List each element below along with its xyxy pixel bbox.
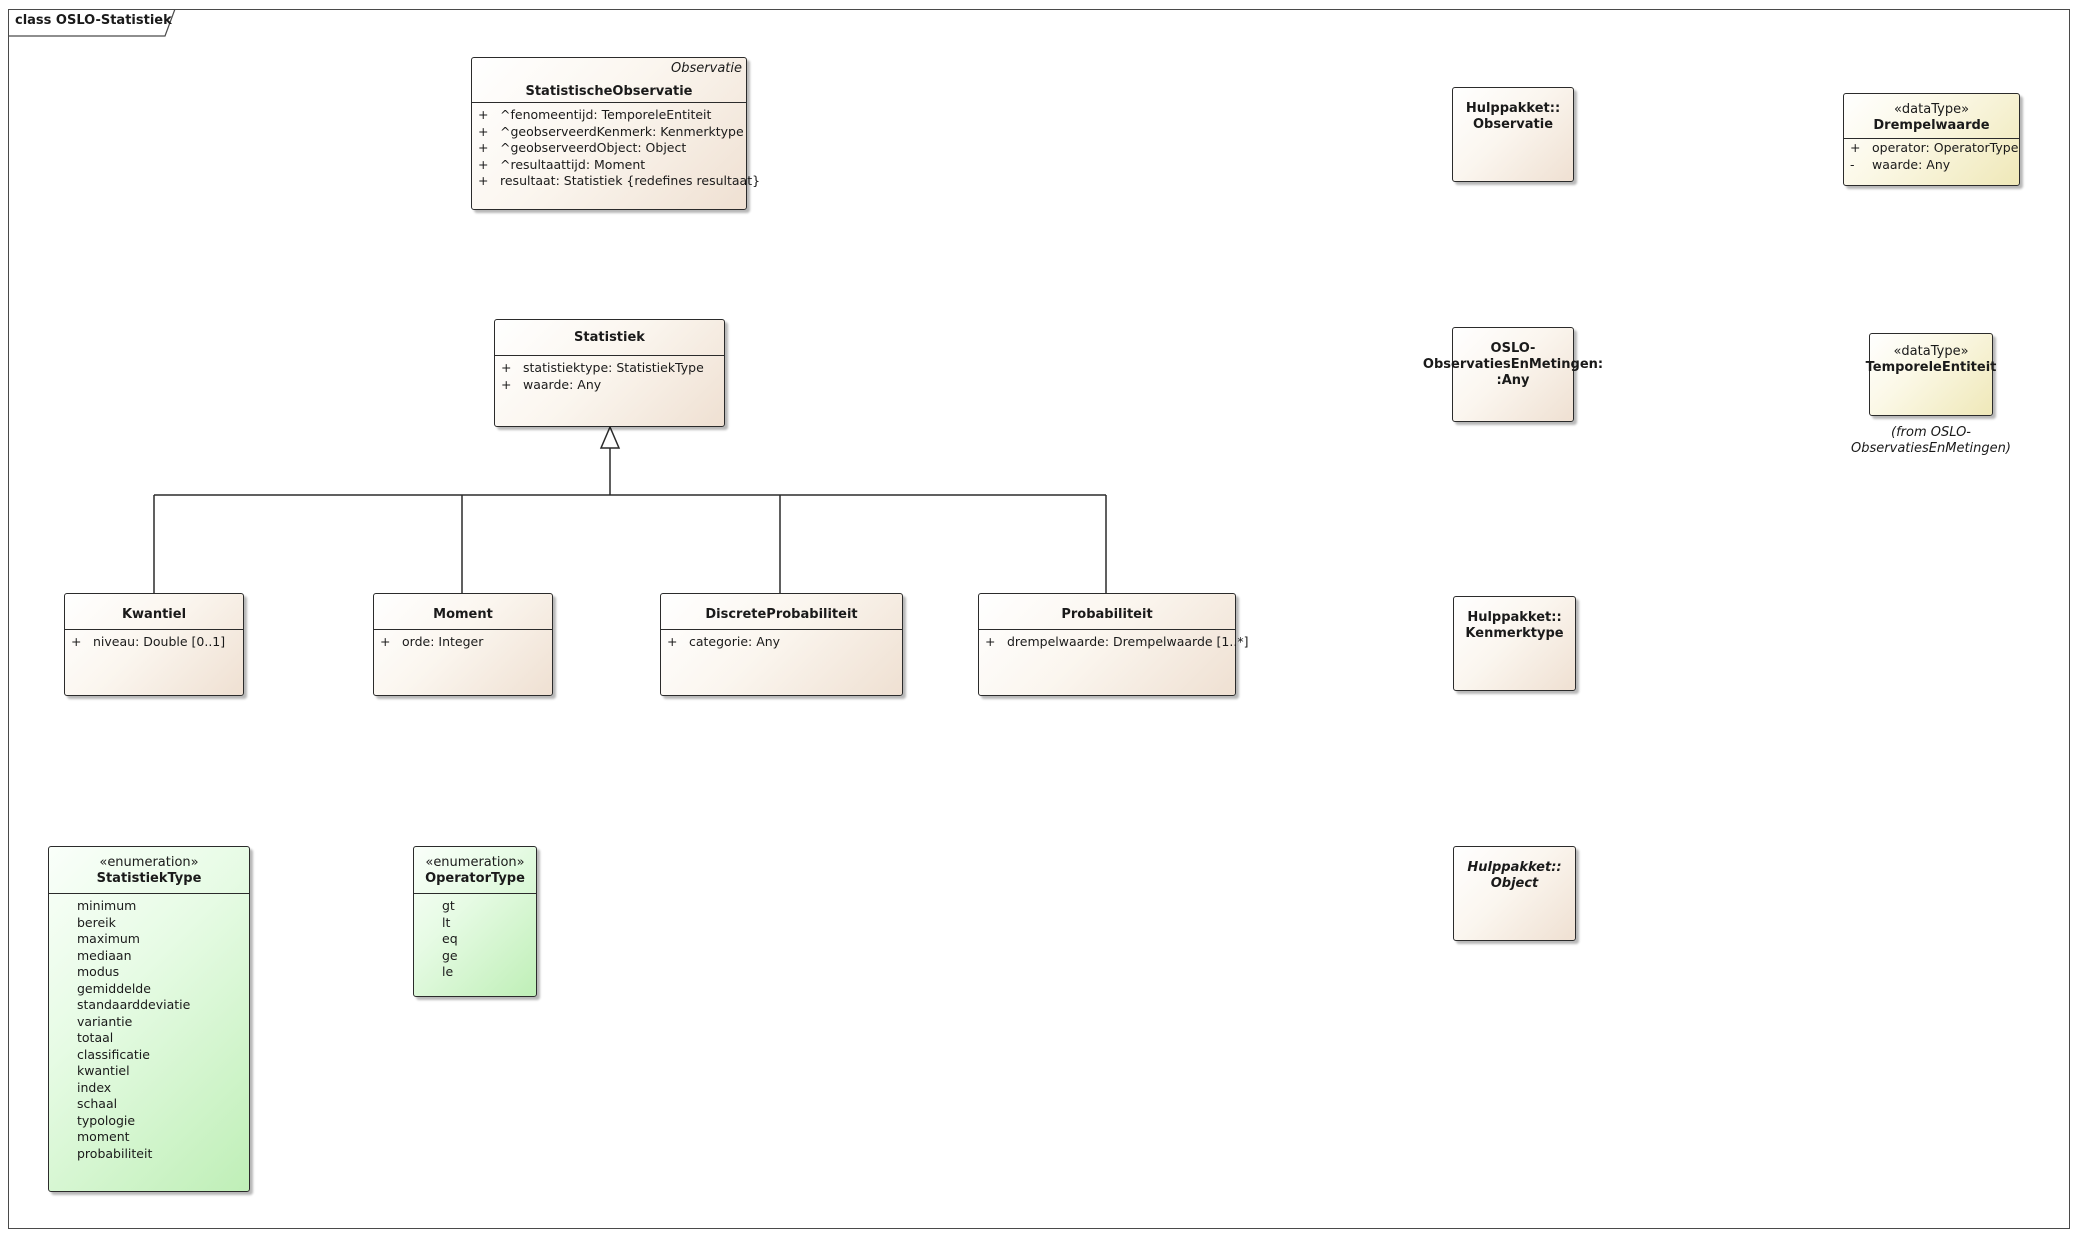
class-header: «enumeration» OperatorType (414, 847, 536, 894)
class-name-line: OSLO- (1490, 341, 1536, 356)
class-name: StatistischeObservatie (525, 84, 693, 99)
class-name-line: Hulppakket:: (1467, 860, 1562, 875)
stereotype-label: «enumeration» (425, 855, 525, 870)
enum-literal: minimum (77, 898, 137, 913)
class-moment[interactable]: Moment +orde: Integer (373, 593, 553, 696)
attribute: +statistiektype: StatistiekType (501, 360, 704, 375)
attribute: +^geobserveerdObject: Object (478, 140, 687, 155)
attribute: +niveau: Double [0..1] (71, 634, 226, 649)
parent-class-label: Observatie (671, 61, 742, 76)
literal-list: minimum bereik maximum mediaan modus gem… (49, 894, 249, 1162)
attribute: +drempelwaarde: Drempelwaarde [1..*] (985, 634, 1249, 649)
enum-literal: gt (442, 898, 455, 913)
class-statistische-observatie[interactable]: Observatie StatistischeObservatie +^feno… (471, 57, 761, 210)
class-discrete-probabiliteit[interactable]: DiscreteProbabiliteit +categorie: Any (660, 593, 903, 696)
class-header: Moment (374, 594, 552, 630)
class-oslo-any[interactable]: OSLO- ObservatiesEnMetingen: :Any (1423, 327, 1603, 422)
enum-literal: probabiliteit (77, 1145, 153, 1161)
class-name: Drempelwaarde (1873, 118, 1990, 133)
class-name-line: Hulppakket:: (1467, 610, 1562, 625)
enum-literal: moment (77, 1129, 130, 1144)
class-header: DiscreteProbabiliteit (661, 594, 902, 630)
enum-literal: typologie (77, 1112, 136, 1128)
attribute: +operator: OperatorType (1850, 140, 2019, 155)
class-kwantiel[interactable]: Kwantiel +niveau: Double [0..1] (64, 593, 244, 696)
class-statistiek[interactable]: Statistiek +statistiektype: StatistiekTy… (494, 319, 725, 427)
stereotype-label: «dataType» (1893, 102, 1970, 117)
class-name-line: Kenmerktype (1465, 626, 1564, 641)
frame-title: class OSLO-Statistiek (15, 13, 172, 28)
attribute: +orde: Integer (380, 634, 484, 649)
enum-literal: gemiddelde (77, 980, 151, 996)
frame-tab (8, 9, 176, 37)
enum-literal: variantie (77, 1013, 133, 1029)
class-name: Moment (433, 607, 493, 622)
stereotype-label: «dataType» (1893, 344, 1969, 359)
class-name: OperatorType (425, 871, 525, 886)
enum-literal: index (77, 1079, 112, 1095)
class-hulppakket-object[interactable]: Hulppakket:: Object (1453, 846, 1576, 941)
enum-literal: eq (442, 931, 458, 946)
class-probabiliteit[interactable]: Probabiliteit +drempelwaarde: Drempelwaa… (978, 593, 1249, 696)
enum-literal: classificatie (77, 1046, 150, 1062)
stereotype-label: «enumeration» (99, 855, 199, 870)
enum-literal: bereik (77, 914, 116, 930)
datatype-temporele-entiteit[interactable]: «dataType» TemporeleEntiteit (1866, 333, 1996, 416)
class-header: Observatie StatistischeObservatie (472, 58, 746, 103)
attribute-list: +operator: OperatorType -waarde: Any (1844, 139, 2019, 173)
class-hulppakket-kenmerktype[interactable]: Hulppakket:: Kenmerktype (1453, 596, 1576, 691)
class-header: «enumeration» StatistiekType (49, 847, 249, 894)
enum-literal: standaarddeviatie (77, 997, 191, 1012)
enum-literal: lt (442, 914, 451, 930)
class-name-line: Object (1490, 876, 1539, 891)
attribute-list: +niveau: Double [0..1] (65, 630, 243, 651)
attribute-list: +categorie: Any (661, 630, 902, 651)
class-name: StatistiekType (96, 871, 202, 886)
class-name-line: ObservatiesEnMetingen: (1422, 357, 1604, 372)
enum-literal: maximum (77, 931, 140, 946)
generalization-arrowhead (599, 425, 621, 449)
class-header: Probabiliteit (979, 594, 1235, 630)
class-hulppakket-observatie[interactable]: Hulppakket:: Observatie (1452, 87, 1574, 182)
class-header: Kwantiel (65, 594, 243, 630)
class-name-line: Hulppakket:: (1465, 101, 1561, 116)
datatype-drempelwaarde[interactable]: «dataType» Drempelwaarde +operator: Oper… (1843, 93, 2020, 186)
literal-list: gt lt eq ge le (414, 894, 536, 981)
enum-literal: mediaan (77, 947, 132, 963)
attribute-list: +^fenomeentijd: TemporeleEntiteit +^geob… (472, 103, 761, 190)
attribute-list: +orde: Integer (374, 630, 552, 651)
class-name: Statistiek (574, 330, 645, 345)
attribute-list: +drempelwaarde: Drempelwaarde [1..*] (979, 630, 1249, 651)
enum-operator-type[interactable]: «enumeration» OperatorType gt lt eq ge l… (413, 846, 537, 997)
class-name: Kwantiel (121, 607, 187, 622)
enum-literal: le (442, 964, 454, 979)
class-name: TemporeleEntiteit (1865, 360, 1997, 375)
attribute-list: +statistiektype: StatistiekType +waarde:… (495, 356, 724, 393)
enum-literal: ge (442, 947, 458, 963)
enum-statistiek-type[interactable]: «enumeration» StatistiekType minimum ber… (48, 846, 250, 1192)
class-header: «dataType» Drempelwaarde (1844, 94, 2019, 139)
class-header: Statistiek (495, 320, 724, 356)
attribute: +^geobserveerdKenmerk: Kenmerktype (478, 123, 744, 139)
attribute: -waarde: Any (1850, 156, 1951, 172)
class-name: Probabiliteit (1061, 607, 1153, 622)
enum-literal: modus (77, 964, 120, 979)
class-name-line: Observatie (1472, 117, 1554, 132)
class-name-line: :Any (1496, 373, 1530, 388)
diagram-frame (8, 9, 2070, 1229)
attribute: +^resultaattijd: Moment (478, 156, 646, 172)
attribute: +categorie: Any (667, 634, 781, 649)
class-name: DiscreteProbabiliteit (705, 607, 858, 622)
attribute: +waarde: Any (501, 376, 602, 392)
enum-literal: schaal (77, 1096, 118, 1111)
attribute: +^fenomeentijd: TemporeleEntiteit (478, 107, 712, 122)
enum-literal: kwantiel (77, 1063, 130, 1078)
enum-literal: totaal (77, 1030, 114, 1045)
attribute: +resultaat: Statistiek {redefines result… (478, 173, 761, 188)
source-package-note: (from OSLO- ObservatiesEnMetingen) (1851, 425, 2011, 456)
